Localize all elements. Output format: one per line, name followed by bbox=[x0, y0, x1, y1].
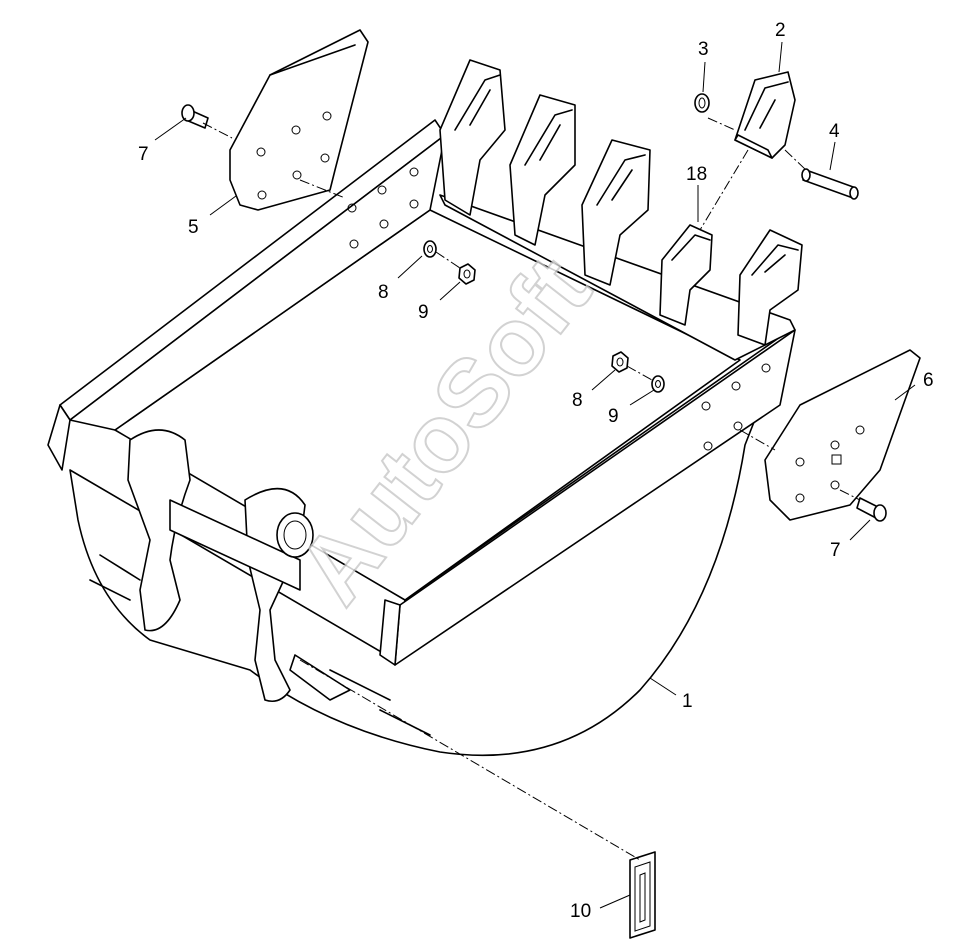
callout-8-right: 8 bbox=[572, 390, 583, 411]
left-side-holes bbox=[347, 167, 419, 249]
callout-6: 6 bbox=[923, 370, 934, 391]
assembly-lines bbox=[202, 117, 861, 861]
callout-5: 5 bbox=[188, 217, 199, 238]
side-cutter-left bbox=[229, 29, 369, 211]
right-side-holes bbox=[701, 363, 771, 451]
callout-7-left: 7 bbox=[138, 144, 149, 165]
bolt-left bbox=[181, 104, 209, 129]
callout-8-left: 8 bbox=[378, 282, 389, 303]
tooth-pin bbox=[801, 168, 859, 200]
callout-2: 2 bbox=[775, 20, 786, 41]
bolt-right bbox=[856, 497, 887, 522]
side-cutter-right bbox=[764, 349, 921, 521]
retainer-ring bbox=[694, 93, 710, 113]
tooth-1 bbox=[439, 59, 506, 216]
hinge-brackets bbox=[89, 429, 431, 736]
callout-4: 4 bbox=[829, 121, 840, 142]
nut-left bbox=[458, 263, 476, 285]
tooth-adapter-exploded bbox=[734, 71, 796, 159]
callout-9-left: 9 bbox=[418, 302, 429, 323]
nut-right bbox=[611, 351, 629, 373]
tooth-18 bbox=[659, 224, 713, 326]
callouts: 1 2 3 4 5 6 7 7 8 8 9 9 10 18 bbox=[138, 20, 934, 922]
callout-18: 18 bbox=[686, 164, 707, 185]
tooth-3 bbox=[581, 139, 651, 286]
bucket-teeth bbox=[439, 59, 803, 346]
bucket-body bbox=[47, 119, 796, 757]
washer-right bbox=[651, 375, 665, 393]
tooth-5 bbox=[737, 229, 803, 346]
callout-1: 1 bbox=[682, 691, 693, 712]
callout-3: 3 bbox=[698, 39, 709, 60]
name-plate bbox=[629, 851, 656, 939]
callout-7-right: 7 bbox=[830, 540, 841, 561]
washer-left bbox=[423, 240, 437, 258]
callout-9-right: 9 bbox=[608, 406, 619, 427]
leader-lines bbox=[154, 41, 916, 909]
callout-10: 10 bbox=[570, 901, 591, 922]
tooth-2 bbox=[509, 94, 576, 246]
